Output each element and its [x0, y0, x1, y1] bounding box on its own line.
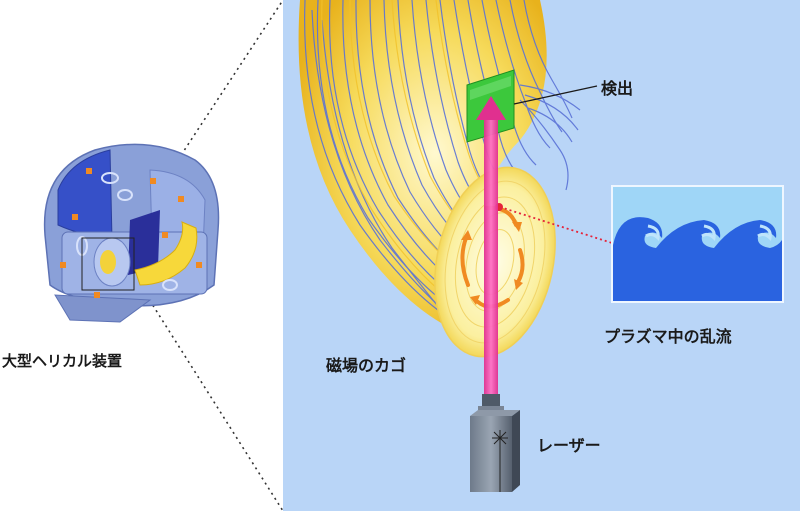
magnetic-cage-label: 磁場のカゴ	[326, 356, 407, 375]
laser-beam	[476, 96, 506, 404]
detector-leader	[513, 85, 598, 105]
helical-device-cutaway	[43, 143, 220, 323]
detector-label: 検出	[601, 79, 634, 98]
zoom-line-top	[167, 0, 284, 176]
laser-source-icon	[470, 394, 520, 492]
wave-turbulence-icon	[611, 185, 784, 303]
device-label: 大型ヘリカル装置	[2, 352, 123, 370]
zoom-line-bottom	[139, 284, 284, 511]
turbulence-label: プラズマ中の乱流	[604, 327, 732, 346]
laser-label: レーザー	[537, 436, 601, 455]
